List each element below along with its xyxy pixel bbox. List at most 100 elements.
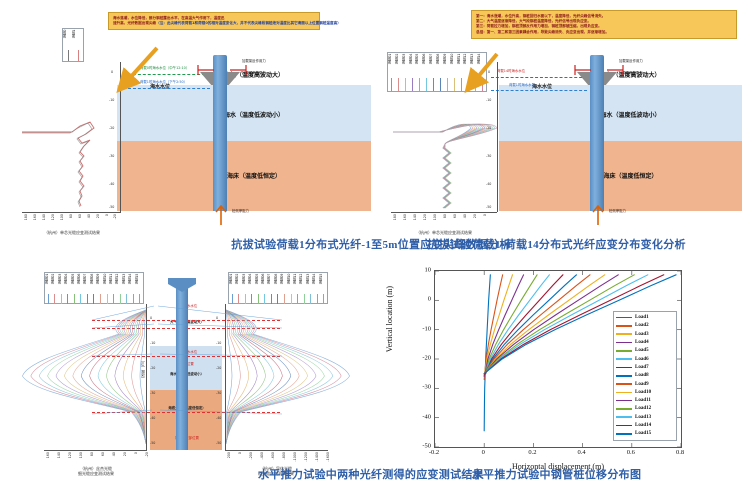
legend-swatch bbox=[236, 294, 243, 304]
legend-row: Load4 bbox=[616, 338, 674, 346]
legend-swatch bbox=[78, 294, 85, 304]
label-air: 大气（温度高波动大） bbox=[223, 72, 284, 79]
callout-note: （注：此尖峰代表荷载1和荷载0的相对温度变化大，并不代表尖峰段钢桩绝对温度比其它… bbox=[156, 21, 341, 26]
x-axis-tr bbox=[391, 212, 497, 213]
x-tick: 0.6 bbox=[626, 449, 635, 456]
legend-swatch bbox=[416, 78, 423, 91]
legend-swatch bbox=[288, 294, 295, 304]
y-tick-r: -50 bbox=[216, 441, 222, 445]
legend-item-label: 荷载15 bbox=[318, 274, 323, 285]
legend-swatch bbox=[65, 294, 72, 304]
legend-row: Load8 bbox=[616, 372, 674, 380]
caption-top-left: 抗拔试验荷载1分布式光纤-1至5m位置应变尖峰数据分析 bbox=[231, 239, 511, 251]
y-tick: -20 bbox=[422, 354, 431, 362]
y-tick-r: -30 bbox=[216, 391, 222, 395]
legend-swatch bbox=[616, 325, 632, 327]
legend-swatch bbox=[262, 294, 269, 304]
legend-swatch bbox=[320, 294, 327, 304]
x-tick: 40 bbox=[87, 214, 91, 219]
label-load-friction: 加载架摩擦阻力 bbox=[242, 71, 266, 75]
y-tick: -10 bbox=[486, 98, 492, 102]
legend-swatch bbox=[58, 294, 65, 304]
caption-top-right: 抗拔试验荷载1-荷载14分布式光纤应变分布变化分析 bbox=[427, 239, 686, 251]
y-tick: -50 bbox=[150, 441, 156, 445]
legend-swatch bbox=[123, 294, 130, 304]
y-axis-bl-left bbox=[146, 304, 147, 450]
legend-swatch bbox=[84, 294, 91, 304]
x-tick: 140 bbox=[42, 214, 46, 221]
callout-line-1: 第一：海水涨潮，水位升高，钢桩回归水面以下，温度降低，光纤尖峰信号消失。 bbox=[476, 14, 606, 18]
y-tick: -40 bbox=[150, 416, 156, 420]
y-tick: -20 bbox=[109, 126, 115, 130]
callout-arrow-icon bbox=[464, 52, 499, 94]
strata-diagram-tl: 大气（温度高波动大） 海水（温度低波动小） 海床（温度低恒定） bbox=[137, 63, 371, 211]
x-tick: 160 bbox=[46, 452, 50, 459]
y-tick: 10 bbox=[424, 266, 432, 274]
legend-swatch bbox=[249, 294, 256, 304]
legend-swatch bbox=[402, 78, 409, 91]
steel-pile bbox=[176, 278, 188, 450]
label-tide-high: 荷载14时海水水位 bbox=[497, 69, 526, 73]
legend-swatch bbox=[275, 294, 282, 304]
legend-swatch bbox=[45, 294, 52, 304]
legend-swatch bbox=[616, 333, 632, 336]
legend-label: Load4 bbox=[635, 340, 649, 346]
legend-swatch bbox=[616, 350, 632, 352]
legend-swatch bbox=[71, 294, 78, 304]
y-tick: -10 bbox=[150, 341, 156, 345]
legend-swatch bbox=[242, 294, 249, 304]
legend-row: Load15 bbox=[616, 430, 674, 438]
plot-xlabel: Horizontal displacement (m) bbox=[512, 462, 604, 471]
legend-row: Load7 bbox=[616, 363, 674, 371]
x-tick: -800 bbox=[282, 452, 286, 460]
x-tick: 120 bbox=[423, 214, 427, 221]
label-pile-friction: 桩侧摩阻力 bbox=[232, 209, 249, 213]
label-water: 海水（温度低波动小） bbox=[600, 112, 661, 119]
y-tick-r: -20 bbox=[216, 366, 222, 370]
legend-swatch bbox=[301, 294, 308, 304]
band-air bbox=[137, 63, 371, 85]
figure-top-left: 海水落潮，水位降低，部分钢桩露出水平，在高温大气作用下，温度迅 速升高，光纤数据… bbox=[0, 0, 371, 255]
label-seabed: 海床（温度低恒定） bbox=[603, 173, 658, 180]
legend-label: Load1 bbox=[635, 315, 649, 321]
x-tick: 60 bbox=[101, 452, 105, 457]
callout-top-left: 海水落潮，水位降低，部分钢桩露出水平，在高温大气作用下，温度迅 速升高，光纤数据… bbox=[108, 12, 341, 31]
legend-swatch bbox=[117, 294, 124, 304]
callout-line-2: 第二：大气温度逐渐降低，大气段钢桩温度降低，光纤信号出现负应变。 bbox=[476, 19, 591, 24]
x-tick: 0 bbox=[134, 452, 138, 455]
label-sea-water-level: 海水水位 bbox=[532, 84, 553, 90]
x-axis-tl bbox=[22, 212, 121, 213]
legend-swatch bbox=[229, 294, 236, 304]
callout-top-right: 第一：海水涨潮，水位升高，钢桩回归水面以下，温度降低，光纤尖峰信号消失。 第二：… bbox=[471, 10, 737, 39]
label-pile-friction: 桩侧摩阻力 bbox=[609, 209, 626, 213]
y-axis-tr bbox=[497, 62, 498, 212]
x-tick: 0.2 bbox=[528, 449, 537, 456]
x-tick: 120 bbox=[68, 452, 72, 459]
tide-line-high bbox=[491, 77, 587, 78]
x-tick: 140 bbox=[413, 214, 417, 221]
legend-row: Load6 bbox=[616, 355, 674, 363]
strain-curves-bl-left bbox=[22, 309, 147, 445]
legend-swatch bbox=[616, 391, 632, 394]
y-tick: -40 bbox=[486, 182, 492, 186]
y-tick-r: -40 bbox=[216, 416, 222, 420]
legend-swatch bbox=[616, 374, 632, 377]
legend-item-label: 荷载1 bbox=[72, 30, 76, 39]
x-tick: 200 bbox=[227, 452, 231, 459]
callout-line-3: 第三：荷载拉力增加，钢桩顶部反作用力增加，钢桩顶部被压缩，出现负应变。 bbox=[476, 24, 602, 29]
legend-swatch bbox=[255, 294, 262, 304]
x-axis-bl-right bbox=[225, 450, 328, 451]
legend-item-label: 荷载15 bbox=[134, 274, 139, 285]
y-tick: -50 bbox=[486, 205, 492, 209]
legend-label: Load11 bbox=[635, 398, 651, 404]
x-tick: 0 bbox=[483, 214, 487, 217]
legend-swatch bbox=[314, 294, 321, 304]
legend-swatch bbox=[110, 294, 117, 304]
callout-line-2: 速升高，光纤数据出现尖峰 bbox=[113, 21, 157, 26]
y-tick: -40 bbox=[422, 413, 431, 421]
x-tick: 40 bbox=[112, 452, 116, 457]
